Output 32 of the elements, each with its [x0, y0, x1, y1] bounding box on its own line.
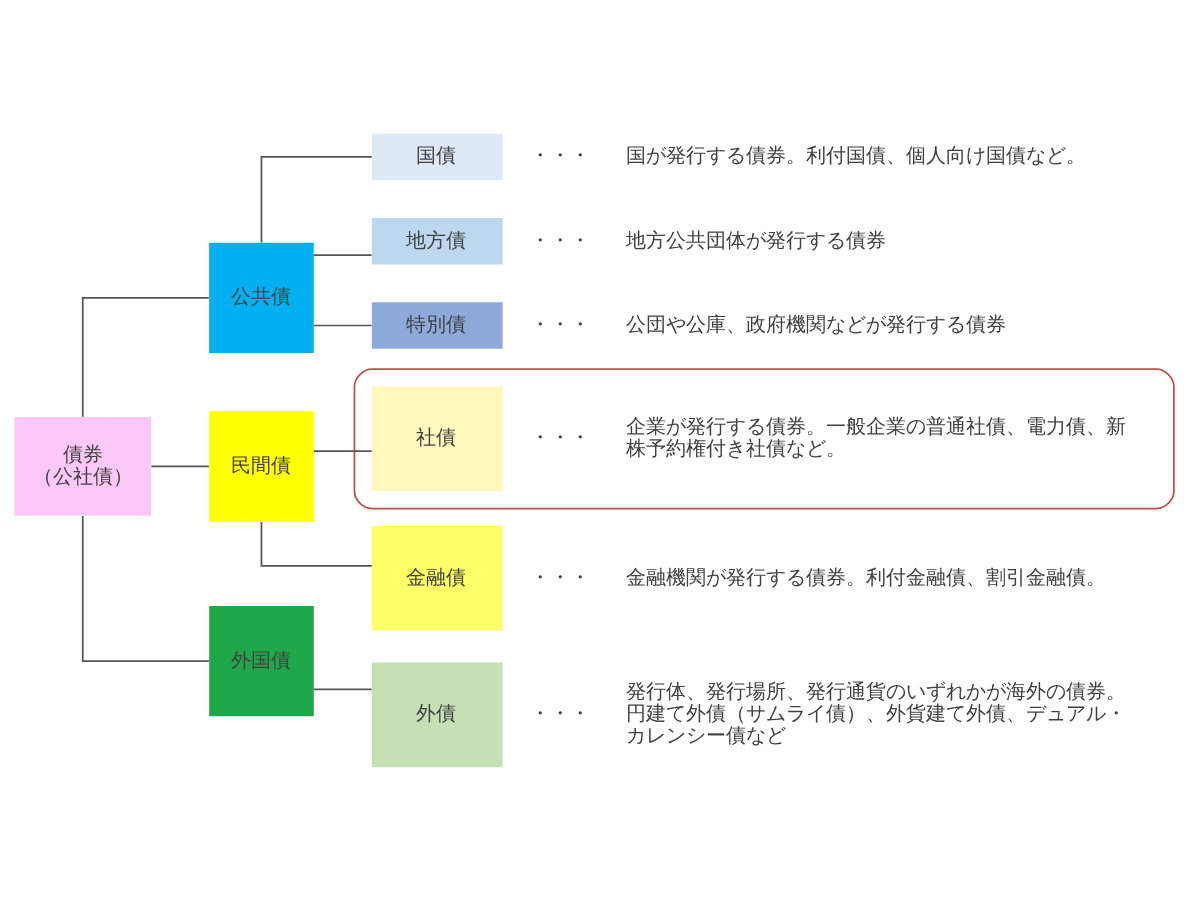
- node-label: ・・・: [529, 564, 590, 589]
- node-box: 民間債: [209, 410, 314, 522]
- node-label: ・・・: [529, 142, 590, 167]
- node-box: 外債: [371, 662, 503, 767]
- connector: [313, 253, 373, 256]
- connector: [313, 324, 373, 326]
- node-label: ・・・: [529, 424, 590, 449]
- node-label: 金融機関が発行する債券。利付金融債、割引金融債。: [626, 564, 1107, 589]
- node-box: 金融債: [371, 525, 503, 631]
- connector: [313, 449, 373, 452]
- connector: [260, 520, 373, 567]
- node-label: 企業が発行する債券。一般企業の普通社債、電力債、新株予約権付き社債など。: [626, 413, 1127, 460]
- cluster: [353, 367, 1175, 509]
- connector: [313, 688, 373, 690]
- node-box: 債券 （公社債）: [14, 416, 152, 516]
- connector: [81, 296, 210, 418]
- node-box: 特別債: [371, 301, 503, 349]
- node-box: 社債: [371, 386, 503, 491]
- node-label: 地方公共団体が発行する債券: [626, 227, 887, 252]
- node-label: 発行体、発行場所、発行通貨のいずれかが海外の債券。円建て外債（サムライ債）、外貨建て外債、デュアル・カレンシー債など: [626, 678, 1127, 747]
- node-label: ・・・: [529, 227, 590, 252]
- node-box: 外国債: [209, 605, 314, 716]
- node-label: ・・・: [529, 311, 590, 336]
- node-box: 地方債: [371, 217, 503, 264]
- node-label: 国が発行する債券。利付国債、個人向け国債など。: [626, 142, 1087, 167]
- node-box: 国債: [371, 133, 503, 180]
- connector: [150, 465, 210, 467]
- node-label: ・・・: [529, 700, 590, 725]
- connector: [81, 514, 210, 662]
- node-box: 公共債: [209, 242, 314, 353]
- connector: [260, 155, 373, 243]
- node-label: 公団や公庫、政府機関などが発行する債券: [626, 311, 1007, 336]
